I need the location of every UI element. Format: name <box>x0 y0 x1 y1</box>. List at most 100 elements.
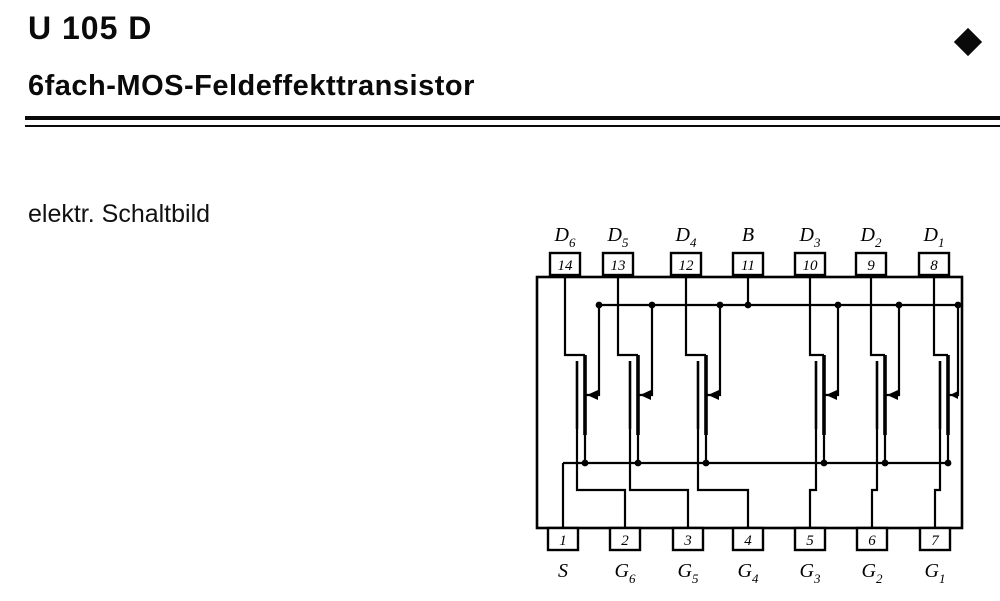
corner-diamond-icon <box>953 27 983 57</box>
top-pin-8: D1 8 <box>917 224 951 277</box>
pin-number-2: 2 <box>621 533 629 549</box>
mosfet-1 <box>932 275 960 528</box>
junction-dot <box>944 459 952 467</box>
junction-dot <box>895 301 903 309</box>
junction-dot <box>648 301 656 309</box>
mosfet-4 <box>684 275 750 528</box>
pin-number-6: 6 <box>868 533 876 549</box>
bottom-pin-3: 3 G5 <box>671 526 705 586</box>
pin-number-4: 4 <box>744 533 752 549</box>
pin-label-s: S <box>558 560 568 582</box>
horizontal-rule-thick <box>25 116 1000 120</box>
t2-drain-wire <box>869 275 885 357</box>
page-subtitle: 6fach-MOS-Feldeffekttransistor <box>28 70 475 102</box>
pin-box-3 <box>671 526 705 552</box>
top-pin-12: D4 12 <box>669 224 703 277</box>
pin-label-d6: D6 <box>554 224 576 250</box>
t2-gate-wire <box>870 429 879 528</box>
top-pin-10: D3 10 <box>793 224 827 277</box>
pin-number-1: 1 <box>559 533 567 549</box>
t4-drain-wire <box>684 275 706 357</box>
pin-box-14 <box>548 251 582 277</box>
pin-number-13: 13 <box>611 258 626 274</box>
junction-dots <box>581 301 962 467</box>
pin-box-13 <box>601 251 635 277</box>
t3-drain-wire <box>808 275 824 357</box>
pin-label-d1: D1 <box>923 224 945 250</box>
t6-bulk-wire <box>585 305 601 397</box>
pin-label-g4: G4 <box>738 560 759 586</box>
pin-box-5 <box>793 526 827 552</box>
t4-bulk-wire <box>706 305 722 397</box>
pin-number-8: 8 <box>930 258 938 274</box>
t6-drain-wire <box>563 275 585 357</box>
junction-dot <box>834 301 842 309</box>
top-pin-9: D2 9 <box>854 224 888 277</box>
pin-label-g6: G6 <box>615 560 636 586</box>
t3-bulk-arrow-icon <box>826 390 837 400</box>
mosfet-2 <box>869 275 901 528</box>
junction-dot <box>820 459 828 467</box>
pin-box-11 <box>731 251 765 277</box>
bottom-pin-6: 6 G2 <box>855 526 889 586</box>
pin-number-14: 14 <box>558 258 574 274</box>
pin-label-d3: D3 <box>799 224 821 250</box>
t1-drain-wire <box>932 275 948 357</box>
mosfet-5 <box>616 275 690 528</box>
t2-bulk-wire <box>885 305 901 397</box>
bottom-pin-2: 2 G6 <box>608 526 642 586</box>
t3-bulk-wire <box>824 305 840 397</box>
t5-drain-wire <box>616 275 638 357</box>
t2-bulk-arrow-icon <box>887 390 898 400</box>
top-pin-row: D6 14 D5 13 D4 12 B 11 D3 1 <box>548 224 951 277</box>
bottom-pin-5: 5 G3 <box>793 526 827 586</box>
pin-label-g2: G2 <box>862 560 883 586</box>
bottom-pin-7: 7 G1 <box>918 526 952 586</box>
pin-number-7: 7 <box>931 533 940 549</box>
pin-box-6 <box>855 526 889 552</box>
pin-number-9: 9 <box>867 258 875 274</box>
t5-bulk-wire <box>638 305 654 397</box>
t4-bulk-arrow-icon <box>708 390 719 400</box>
circuit-schematic: D6 14 D5 13 D4 12 B 11 D3 1 <box>535 224 964 586</box>
section-label: elektr. Schaltbild <box>28 200 211 228</box>
junction-dot <box>716 301 724 309</box>
t1-bulk-arrow-icon <box>950 391 958 399</box>
pin-box-8 <box>917 251 951 277</box>
pin-number-3: 3 <box>683 533 692 549</box>
junction-dot <box>744 301 752 309</box>
junction-dot <box>954 301 962 309</box>
pin-box-2 <box>608 526 642 552</box>
bottom-pin-row: 1 S 2 G6 3 G5 4 G4 5 G3 <box>546 526 952 586</box>
t1-gate-wire <box>933 429 942 528</box>
pin-label-d4: D4 <box>675 224 697 250</box>
horizontal-rule-thin <box>25 125 1000 127</box>
pin-box-1 <box>546 526 580 552</box>
junction-dot <box>595 301 603 309</box>
t5-bulk-arrow-icon <box>640 390 651 400</box>
pin-box-12 <box>669 251 703 277</box>
pin-number-11: 11 <box>741 258 755 274</box>
pin-label-g1: G1 <box>925 560 946 586</box>
pin-number-5: 5 <box>806 533 814 549</box>
junction-dot <box>634 459 642 467</box>
t6-gate-wire <box>575 429 627 528</box>
pin-box-4 <box>731 526 765 552</box>
top-pin-14: D6 14 <box>548 224 582 277</box>
junction-dot <box>881 459 889 467</box>
pin-label-g3: G3 <box>800 560 821 586</box>
top-pin-11: B 11 <box>731 224 765 277</box>
bottom-pin-4: 4 G4 <box>731 526 765 586</box>
pin-number-10: 10 <box>803 258 819 274</box>
page-title: U 105 D <box>28 10 153 46</box>
t6-bulk-arrow-icon <box>587 390 598 400</box>
junction-dot <box>581 459 589 467</box>
pin-box-7 <box>918 526 952 552</box>
pin-number-12: 12 <box>679 258 695 274</box>
t3-gate-wire <box>808 429 818 528</box>
mosfet-3 <box>808 275 840 528</box>
top-pin-13: D5 13 <box>601 224 635 277</box>
mosfet-6 <box>563 275 627 528</box>
t4-gate-wire <box>696 429 750 528</box>
